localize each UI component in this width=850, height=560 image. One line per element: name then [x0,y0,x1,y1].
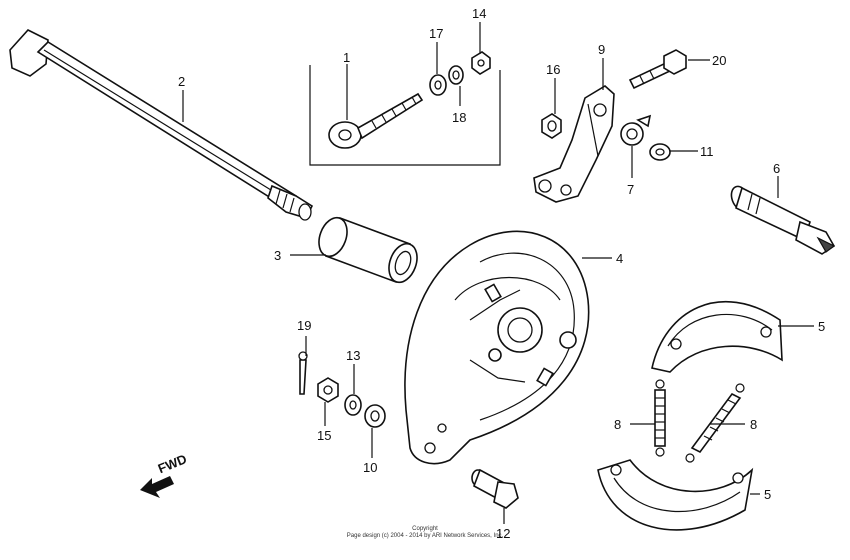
callout-18: 18 [452,110,466,125]
nut-14 [471,51,491,75]
callout-14: 14 [472,6,486,21]
axle [9,29,314,221]
spring-right [685,383,745,463]
brake-shoe-upper [651,301,783,373]
callout-11: 11 [700,144,714,159]
lock-washer-18 [448,65,464,85]
washer-13 [344,394,362,416]
nut-15 [317,377,339,403]
spacer-sleeve [318,216,418,284]
washer-17 [429,74,447,96]
copyright-line-1: Copyright [412,526,438,532]
callout-5-upper: 5 [818,319,825,334]
callouts: 2 1 17 14 18 16 9 7 11 20 6 3 4 5 5 8 8 … [178,6,825,541]
callout-13: 13 [346,348,360,363]
callout-2: 2 [178,74,185,89]
copyright-line-2: Page design (c) 2004 - 2014 by ARI Netwo… [347,533,504,539]
callout-12: 12 [496,526,510,541]
brake-arm [533,85,615,203]
brake-shoe-lower [597,459,754,531]
callout-16: 16 [546,62,560,77]
brake-panel [404,230,590,465]
bolt-20 [628,49,687,90]
leader-lines [182,22,814,524]
brake-cam [730,185,836,255]
callout-15: 15 [317,428,331,443]
callout-3: 3 [274,248,281,263]
callout-7: 7 [627,182,634,197]
indicator-plate [620,114,652,146]
callout-6: 6 [773,161,780,176]
callout-4: 4 [616,251,623,266]
callout-8-left: 8 [614,417,621,432]
callout-5-lower: 5 [764,487,771,502]
callout-9: 9 [598,42,605,57]
washer-10 [364,404,386,428]
spring-left [654,379,666,457]
callout-17: 17 [429,26,443,41]
nut-16 [541,113,562,139]
bolt-12 [471,468,519,509]
cotter-pin-19 [298,351,308,395]
callout-19: 19 [297,318,311,333]
adjuster-group [309,65,501,166]
callout-8-right: 8 [750,417,757,432]
callout-10: 10 [363,460,377,475]
washer-11 [649,143,671,161]
callout-20: 20 [712,53,726,68]
callout-1: 1 [343,50,350,65]
fwd-label: FWD [156,451,189,476]
fwd-arrow-icon [140,476,174,498]
